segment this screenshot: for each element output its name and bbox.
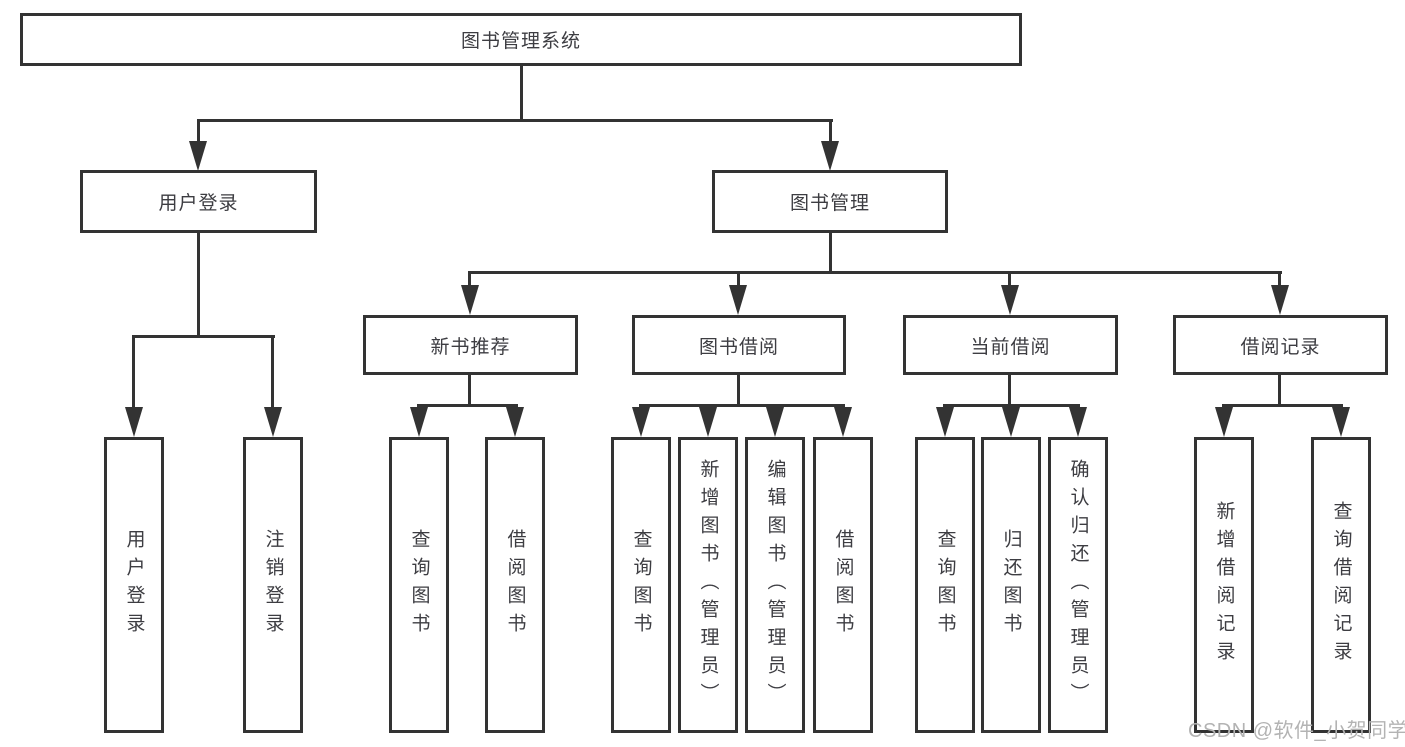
arrowhead-icon bbox=[506, 407, 524, 437]
connector-line bbox=[468, 375, 471, 407]
arrowhead-icon bbox=[1069, 407, 1087, 437]
node-label: 图书管理 bbox=[789, 193, 870, 214]
node-label: 查询借阅记录 bbox=[1330, 501, 1352, 669]
node-label: 借阅记录 bbox=[1240, 336, 1321, 358]
arrowhead-icon bbox=[821, 141, 839, 171]
connector-line bbox=[1008, 271, 1011, 287]
arrowhead-icon bbox=[1332, 407, 1350, 437]
arrowhead-icon bbox=[125, 407, 143, 437]
node-book-management: 图书管理 bbox=[712, 170, 948, 233]
leaf-edit-book-admin: 编辑图书（管理员） bbox=[745, 437, 805, 733]
connector-line bbox=[132, 335, 275, 338]
node-label: 图书借阅 bbox=[698, 336, 779, 358]
connector-line bbox=[468, 271, 1282, 274]
watermark: CSDN @软件_小贺同学 bbox=[1188, 720, 1405, 742]
leaf-query-borrow-record: 查询借阅记录 bbox=[1311, 437, 1371, 733]
node-borrowing-records: 借阅记录 bbox=[1173, 315, 1388, 375]
node-label: 新书推荐 bbox=[430, 336, 511, 358]
arrowhead-icon bbox=[1215, 407, 1233, 437]
arrowhead-icon bbox=[189, 141, 207, 171]
connector-line bbox=[1222, 404, 1343, 407]
node-new-book-recommend: 新书推荐 bbox=[363, 315, 578, 375]
node-label: 编辑图书（管理员） bbox=[764, 459, 786, 711]
arrowhead-icon bbox=[264, 407, 282, 437]
node-label: 查询图书 bbox=[934, 529, 956, 641]
node-label: 确认归还（管理员） bbox=[1067, 459, 1089, 711]
leaf-query-books-recommend: 查询图书 bbox=[389, 437, 449, 733]
leaf-confirm-return-admin: 确认归还（管理员） bbox=[1048, 437, 1108, 733]
node-current-borrowing: 当前借阅 bbox=[903, 315, 1118, 375]
arrowhead-icon bbox=[699, 407, 717, 437]
node-label: 图书管理系统 bbox=[460, 31, 581, 52]
node-book-borrowing: 图书借阅 bbox=[632, 315, 846, 375]
leaf-return-book: 归还图书 bbox=[981, 437, 1041, 733]
arrowhead-icon bbox=[632, 407, 650, 437]
node-label: 借阅图书 bbox=[832, 529, 854, 641]
leaf-borrow-books-recommend: 借阅图书 bbox=[485, 437, 545, 733]
node-label: 新增借阅记录 bbox=[1213, 501, 1235, 669]
connector-line bbox=[197, 119, 833, 122]
node-label: 新增图书（管理员） bbox=[697, 459, 719, 711]
arrowhead-icon bbox=[410, 407, 428, 437]
connector-line bbox=[737, 375, 740, 407]
connector-line bbox=[639, 404, 845, 407]
node-label: 借阅图书 bbox=[504, 529, 526, 641]
node-label: 查询图书 bbox=[408, 529, 430, 641]
connector-line bbox=[468, 271, 471, 287]
connector-line bbox=[271, 335, 274, 409]
arrowhead-icon bbox=[1271, 285, 1289, 315]
node-label: 用户登录 bbox=[123, 529, 145, 641]
leaf-query-books-current: 查询图书 bbox=[915, 437, 975, 733]
leaf-borrow-books-borrowing: 借阅图书 bbox=[813, 437, 873, 733]
arrowhead-icon bbox=[936, 407, 954, 437]
leaf-query-books-borrowing: 查询图书 bbox=[611, 437, 671, 733]
leaf-user-login: 用户登录 bbox=[104, 437, 164, 733]
connector-line bbox=[1278, 271, 1281, 287]
node-label: 当前借阅 bbox=[970, 336, 1051, 358]
node-label: 注销登录 bbox=[262, 529, 284, 641]
arrowhead-icon bbox=[766, 407, 784, 437]
node-label: 查询图书 bbox=[630, 529, 652, 641]
arrowhead-icon bbox=[729, 285, 747, 315]
connector-line bbox=[737, 271, 740, 287]
node-user-login: 用户登录 bbox=[80, 170, 317, 233]
connector-line bbox=[197, 119, 200, 145]
arrowhead-icon bbox=[461, 285, 479, 315]
connector-line bbox=[1008, 375, 1011, 407]
connector-line bbox=[520, 66, 523, 122]
node-library-management-system: 图书管理系统 bbox=[20, 13, 1022, 66]
arrowhead-icon bbox=[1002, 407, 1020, 437]
connector-line bbox=[1278, 375, 1281, 407]
connector-line bbox=[197, 233, 200, 337]
leaf-add-book-admin: 新增图书（管理员） bbox=[678, 437, 738, 733]
leaf-logout: 注销登录 bbox=[243, 437, 303, 733]
arrowhead-icon bbox=[834, 407, 852, 437]
leaf-add-borrow-record: 新增借阅记录 bbox=[1194, 437, 1254, 733]
node-label: 用户登录 bbox=[158, 193, 239, 214]
connector-line bbox=[829, 233, 832, 274]
arrowhead-icon bbox=[1001, 285, 1019, 315]
connector-line bbox=[417, 404, 518, 407]
connector-line bbox=[829, 119, 832, 145]
node-label: 归还图书 bbox=[1000, 529, 1022, 641]
connector-line bbox=[132, 335, 135, 409]
